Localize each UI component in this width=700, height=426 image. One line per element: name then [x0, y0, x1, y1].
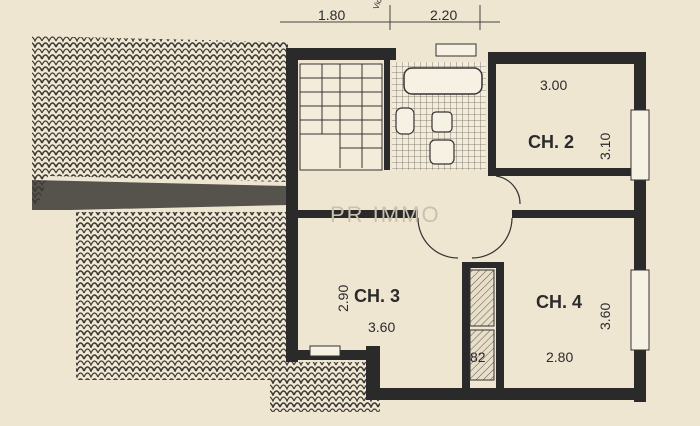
- dim-room4-width: 2.80: [546, 349, 573, 365]
- top-note: Vide WC: [371, 0, 390, 11]
- roof-lower: [76, 212, 286, 380]
- dim-room4-height: 3.60: [597, 303, 613, 330]
- staircase: [299, 63, 383, 171]
- bidet: [431, 111, 453, 133]
- dim-closet: 82: [470, 349, 486, 365]
- walls: [286, 48, 646, 402]
- watermark: PR IMMO: [330, 202, 441, 227]
- dim-top-right: 2.20: [430, 7, 457, 23]
- toilet: [395, 107, 415, 135]
- dim-room2-width: 3.00: [540, 77, 567, 93]
- dim-room3-height: 2.90: [335, 285, 351, 312]
- closet-lower: [469, 329, 495, 381]
- roof-bottom: [270, 362, 380, 412]
- dim-top-left: 1.80: [318, 7, 345, 23]
- washbasin: [429, 139, 455, 165]
- roof-ridge-shadow: [32, 180, 288, 210]
- room-label-ch3: CH. 3: [354, 286, 400, 306]
- room-label-ch4: CH. 4: [536, 292, 582, 312]
- dim-room2-height: 3.10: [597, 133, 613, 160]
- roof-upper: [32, 36, 288, 205]
- dim-room3-width: 3.60: [368, 319, 395, 335]
- bathtub: [403, 67, 483, 95]
- windows: [309, 43, 650, 357]
- room-label-ch2: CH. 2: [528, 132, 574, 152]
- closet-upper: [469, 269, 495, 327]
